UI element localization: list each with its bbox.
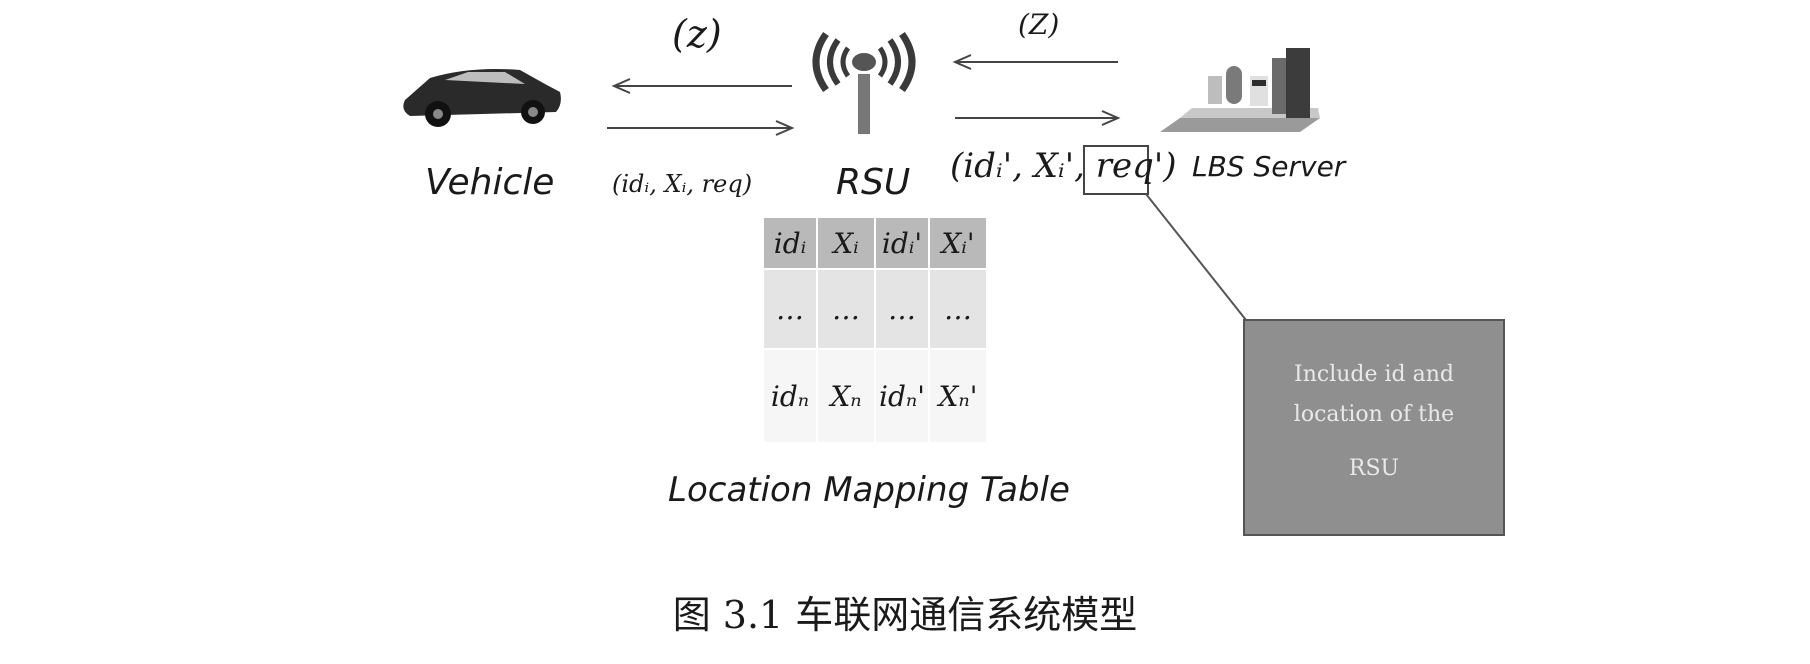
server-icon <box>1160 48 1320 132</box>
arrow-server-to-rsu <box>952 54 1118 70</box>
z-right-label: (Z) <box>1018 8 1060 41</box>
table-cell: idₙ' <box>876 350 928 442</box>
table-cell: idₙ <box>764 350 816 442</box>
lbs-server-label: LBS Server <box>1192 150 1346 183</box>
req-highlight-box <box>1083 145 1149 195</box>
message-right-label: (idᵢ', Xᵢ', req') <box>950 146 1177 186</box>
arrow-rsu-to-vehicle <box>611 78 792 94</box>
rsu-note-box: Include id and location of the RSU <box>1243 319 1505 536</box>
rsu-label: RSU <box>836 162 911 203</box>
table-cell: … <box>818 270 874 348</box>
connector-line <box>1145 193 1247 321</box>
table-cell: … <box>930 270 986 348</box>
note-line: location of the <box>1293 402 1455 427</box>
table-cell: Xₙ' <box>930 350 986 442</box>
arrow-vehicle-to-rsu <box>607 120 795 136</box>
arrow-rsu-to-server <box>955 110 1121 126</box>
car-icon <box>403 69 561 127</box>
note-line: Include id and <box>1294 362 1454 387</box>
table-header-cell: idᵢ <box>764 218 816 268</box>
message-left-label: (idᵢ, Xᵢ, req) <box>612 170 753 198</box>
z-left-label: (z) <box>672 12 722 56</box>
table-header-cell: idᵢ' <box>876 218 928 268</box>
table-cell: … <box>876 270 928 348</box>
table-header-cell: Xᵢ <box>818 218 874 268</box>
table-title: Location Mapping Table <box>668 470 1070 510</box>
note-line: RSU <box>1348 456 1400 481</box>
table-cell: Xₙ <box>818 350 874 442</box>
table-cell: … <box>764 270 816 348</box>
table-header-cell: Xᵢ' <box>930 218 986 268</box>
arrows <box>607 54 1121 136</box>
vehicle-label: Vehicle <box>425 162 555 203</box>
antenna-icon <box>812 31 916 134</box>
figure-caption: 图 3.1 车联网通信系统模型 <box>672 593 1138 637</box>
